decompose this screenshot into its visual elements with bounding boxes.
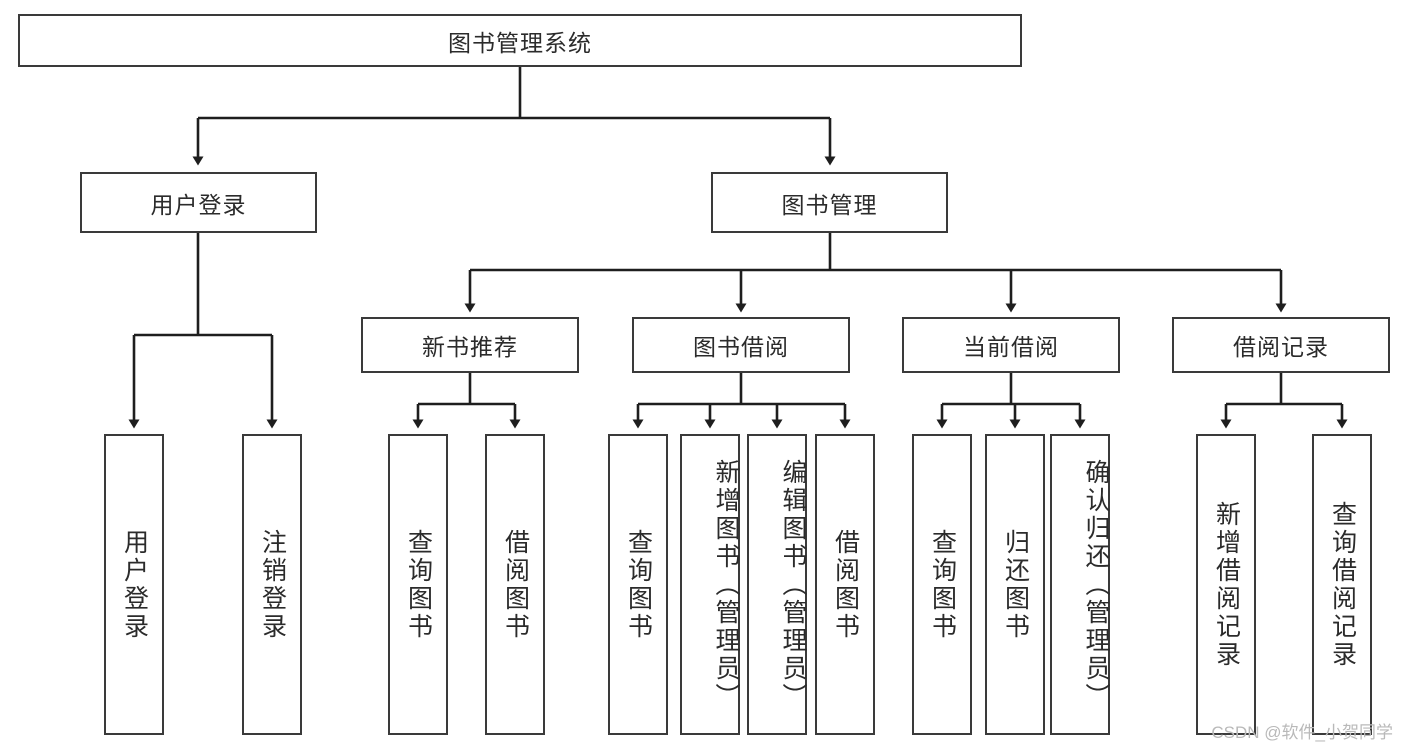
node-leaf-query-book-3-label: 查询图书	[928, 528, 957, 641]
node-leaf-confirm-return[interactable]: 确认归还（管理员）	[1050, 434, 1110, 735]
node-leaf-add-book[interactable]: 新增图书（管理员）	[680, 434, 740, 735]
node-leaf-borrow-book-2-label: 借阅图书	[831, 528, 860, 641]
node-leaf-add-book-label: 新增图书（管理员）	[712, 458, 740, 711]
node-leaf-borrow-book-2[interactable]: 借阅图书	[815, 434, 875, 735]
node-root-label: 图书管理系统	[448, 29, 592, 56]
node-leaf-query-book-2-label: 查询图书	[624, 528, 653, 641]
node-leaf-add-borrow-record-label: 新增借阅记录	[1212, 500, 1241, 669]
node-leaf-user-logout[interactable]: 注销登录	[242, 434, 302, 735]
node-leaf-user-logout-label: 注销登录	[258, 528, 287, 641]
node-leaf-return-book-label: 归还图书	[1001, 528, 1030, 641]
node-leaf-edit-book[interactable]: 编辑图书（管理员）	[747, 434, 807, 735]
node-leaf-query-book-2[interactable]: 查询图书	[608, 434, 668, 735]
node-borrow-record-label: 借阅记录	[1233, 334, 1329, 360]
node-current-borrow-label: 当前借阅	[963, 334, 1059, 360]
node-new-book-recommend[interactable]: 新书推荐	[361, 317, 579, 373]
node-leaf-borrow-book-1[interactable]: 借阅图书	[485, 434, 545, 735]
node-book-borrow[interactable]: 图书借阅	[632, 317, 850, 373]
node-leaf-query-book-3[interactable]: 查询图书	[912, 434, 972, 735]
node-leaf-add-borrow-record[interactable]: 新增借阅记录	[1196, 434, 1256, 735]
node-new-book-recommend-label: 新书推荐	[422, 334, 518, 360]
node-book-manage[interactable]: 图书管理	[711, 172, 948, 233]
node-book-borrow-label: 图书借阅	[693, 334, 789, 360]
node-leaf-borrow-book-1-label: 借阅图书	[501, 528, 530, 641]
node-leaf-query-borrow-record-label: 查询借阅记录	[1328, 500, 1357, 669]
node-leaf-return-book[interactable]: 归还图书	[985, 434, 1045, 735]
node-leaf-query-book-1-label: 查询图书	[404, 528, 433, 641]
node-root[interactable]: 图书管理系统	[18, 14, 1022, 67]
node-borrow-record[interactable]: 借阅记录	[1172, 317, 1390, 373]
node-user-login[interactable]: 用户登录	[80, 172, 317, 233]
node-current-borrow[interactable]: 当前借阅	[902, 317, 1120, 373]
watermark-text: CSDN @软件_小贺同学	[1211, 723, 1393, 742]
node-leaf-query-borrow-record[interactable]: 查询借阅记录	[1312, 434, 1372, 735]
node-leaf-user-login-label: 用户登录	[120, 528, 149, 641]
node-leaf-edit-book-label: 编辑图书（管理员）	[779, 458, 807, 711]
node-user-login-label: 用户登录	[150, 191, 247, 218]
node-leaf-user-login[interactable]: 用户登录	[104, 434, 164, 735]
node-leaf-confirm-return-label: 确认归还（管理员）	[1082, 458, 1110, 711]
node-book-manage-label: 图书管理	[781, 191, 878, 218]
node-leaf-query-book-1[interactable]: 查询图书	[388, 434, 448, 735]
